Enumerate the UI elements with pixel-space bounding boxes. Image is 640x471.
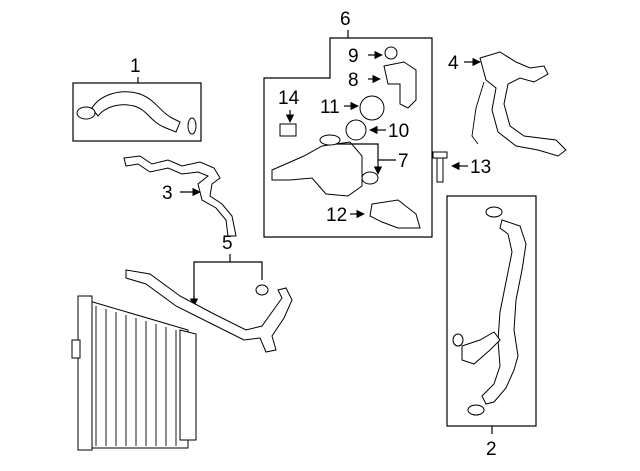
temperature-sensor [279,123,297,137]
hose-clamp-branch [452,333,464,347]
bolt-head [432,151,448,159]
radiator [71,295,197,451]
radiator-core-lines [95,306,177,446]
overflow-hose [125,269,293,353]
group-4-heater-hoses: 4 [448,51,567,157]
upper-hose [91,91,181,133]
hose-clamp-right [187,117,197,135]
lower-hose-branch [461,331,501,365]
group-1-upper-hose: 1 [72,56,202,142]
thermostat-housing [271,141,363,197]
callout-1: 1 [130,56,141,77]
hose-clamp-top [485,206,503,218]
callout-2: 2 [486,439,497,460]
thermostat-seal [359,95,385,121]
callout-13: 13 [470,157,491,178]
callout-9: 9 [348,46,359,67]
radiator-right-tank [179,329,197,441]
bolt [436,155,444,183]
leader-7-a [336,143,379,160]
overflow-clamp [255,284,269,296]
o-ring-lower [361,171,379,185]
heater-hose-branch [471,81,485,145]
group-13-bolt: 13 [432,151,491,183]
callout-14: 14 [278,88,300,109]
box-6 [263,37,433,238]
water-inlet [369,199,421,229]
hose-clamp-left [76,106,96,120]
radiator-left-tank [77,295,93,451]
callout-12: 12 [326,205,347,226]
radiator-body [85,299,189,449]
heater-hose-assembly [479,51,567,157]
callout-8: 8 [348,70,359,91]
thermostat [345,119,367,141]
callout-4: 4 [448,53,459,74]
o-ring-upper [319,134,341,146]
bleeder-cap [384,46,398,60]
callout-11: 11 [320,97,340,118]
callout-6: 6 [340,9,351,30]
group-5-overflow-hose: 5 [125,233,293,353]
callout-7: 7 [398,151,409,172]
group-2-lower-hose: 2 [446,195,537,460]
box-1 [72,82,202,142]
group-3-bypass-hose: 3 [123,155,237,237]
callout-3: 3 [162,183,173,204]
hose-clamp-bottom [467,404,485,416]
leader-5-bracket [193,261,263,306]
water-outlet [383,61,417,109]
group-6-thermostat-assembly: 6 9 8 11 14 10 7 12 [263,9,433,238]
radiator-bracket [71,339,81,359]
lower-hose [481,219,527,405]
callout-10: 10 [388,121,409,142]
callout-5: 5 [222,233,233,254]
bypass-hose [123,155,237,237]
